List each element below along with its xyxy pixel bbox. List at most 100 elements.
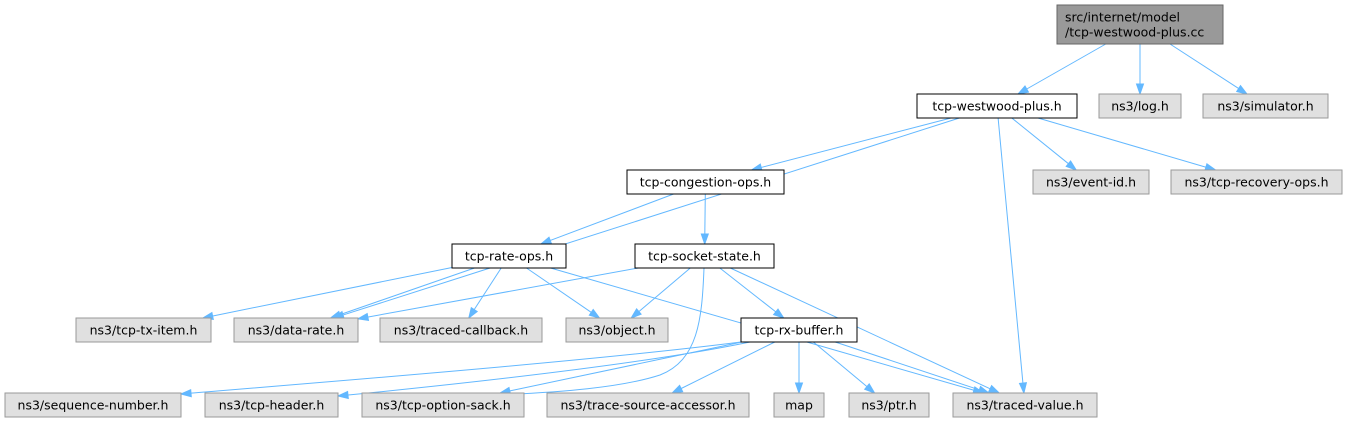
edge-westwood-to-eventid — [1011, 117, 1078, 171]
edge-line — [1025, 43, 1107, 90]
node-rateops[interactable]: tcp-rate-ops.h — [451, 243, 567, 269]
node-label: ns3/traced-callback.h — [394, 323, 528, 338]
node-box — [379, 317, 543, 343]
edge-rxbuffer-to-optsack — [498, 341, 743, 395]
edge-line — [341, 117, 960, 316]
edge-rateops-to-datarate — [329, 267, 475, 319]
edge-socketstate-to-object — [630, 267, 691, 319]
node-label: ns3/tcp-tx-item.h — [90, 323, 198, 338]
node-label: ns3/simulator.h — [1217, 99, 1313, 114]
edge-line — [1037, 117, 1208, 168]
node-log: ns3/log.h — [1098, 93, 1182, 119]
edge-socketstate-to-datarate — [356, 267, 639, 322]
node-eventid: ns3/event-id.h — [1032, 169, 1150, 195]
node-label: ns3/tcp-option-sack.h — [375, 398, 510, 413]
edge-arrowhead — [1235, 84, 1249, 95]
node-box — [1170, 169, 1343, 195]
node-label: ns3/ptr.h — [861, 398, 916, 413]
edge-root-to-westwood — [1016, 43, 1107, 95]
node-label: ns3/traced-value.h — [966, 398, 1083, 413]
edge-arrowhead — [1016, 85, 1030, 95]
node-rxbuffer[interactable]: tcp-rx-buffer.h — [740, 317, 858, 343]
edge-arrowhead — [670, 384, 684, 394]
edge-rxbuffer-to-ptr — [813, 341, 876, 394]
node-box — [75, 317, 212, 343]
edge-line — [366, 267, 639, 318]
edge-line — [211, 267, 453, 317]
edge-arrowhead — [179, 388, 192, 398]
node-box — [773, 392, 825, 418]
edge-arrowhead — [539, 236, 553, 245]
edge-westwood-to-recovery — [1037, 117, 1217, 172]
edge-arrowhead — [630, 308, 642, 319]
node-label: tcp-socket-state.h — [648, 249, 761, 264]
edge-line — [760, 117, 952, 169]
edge-arrowhead — [863, 383, 876, 394]
node-label: ns3/log.h — [1111, 99, 1169, 114]
node-socketstate[interactable]: tcp-socket-state.h — [634, 243, 775, 269]
node-label: ns3/tcp-recovery-ops.h — [1184, 175, 1328, 190]
edge-line — [679, 341, 776, 390]
node-box — [740, 317, 858, 343]
node-label: /tcp-westwood-plus.cc — [1065, 25, 1204, 40]
node-label: tcp-congestion-ops.h — [640, 175, 771, 190]
edge-line — [813, 341, 869, 388]
edge-line — [526, 267, 593, 314]
node-box — [916, 93, 1078, 119]
node-simulator: ns3/simulator.h — [1202, 93, 1329, 119]
node-box — [626, 169, 785, 195]
node-recovery: ns3/tcp-recovery-ops.h — [1170, 169, 1343, 195]
edge-rxbuffer-to-map — [794, 342, 804, 395]
edge-line — [997, 117, 1024, 385]
nodes-layer: src/internet/model/tcp-westwood-plus.cc t… — [4, 4, 1343, 418]
node-label: ns3/event-id.h — [1046, 175, 1136, 190]
node-westwood[interactable]: tcp-westwood-plus.h — [916, 93, 1078, 119]
edge-line — [637, 267, 691, 313]
edge-socketstate-to-rxbuffer — [719, 267, 785, 319]
edge-line — [730, 267, 992, 390]
node-box — [952, 392, 1098, 418]
edge-rxbuffer-to-tcpheader — [336, 341, 751, 400]
node-tracedcb: ns3/traced-callback.h — [379, 317, 543, 343]
edge-rxbuffer-to-tsaccessor — [670, 341, 776, 394]
node-box — [565, 317, 669, 343]
edge-line — [1011, 117, 1070, 165]
node-box — [1098, 93, 1182, 119]
node-txitem: ns3/tcp-tx-item.h — [75, 317, 212, 343]
node-label: tcp-westwood-plus.h — [932, 99, 1061, 114]
node-box — [4, 392, 182, 418]
edge-arrowhead — [700, 233, 710, 246]
edge-line — [499, 267, 705, 396]
node-seqnum: ns3/sequence-number.h — [4, 392, 182, 418]
node-congestion[interactable]: tcp-congestion-ops.h — [626, 169, 785, 195]
edge-arrowhead — [329, 310, 342, 319]
edge-westwood-to-tracedvalue — [997, 117, 1028, 395]
node-label: ns3/sequence-number.h — [18, 398, 169, 413]
node-label: ns3/tcp-header.h — [219, 398, 325, 413]
edge-arrowhead — [987, 384, 1001, 394]
edge-line — [719, 267, 777, 313]
edge-arrowhead — [467, 306, 479, 320]
node-ptr: ns3/ptr.h — [848, 392, 930, 418]
edge-arrowhead — [1018, 382, 1028, 395]
node-label: ns3/data-rate.h — [248, 323, 345, 338]
edge-line — [473, 267, 502, 311]
edge-rxbuffer-to-tracedvalue — [835, 341, 991, 394]
edge-line — [835, 341, 981, 391]
edge-line — [338, 267, 475, 316]
node-label: map — [785, 398, 813, 413]
edge-arrowhead — [356, 312, 370, 322]
edge-congestion-to-rateops — [539, 193, 674, 245]
node-box — [634, 243, 775, 269]
edge-westwood-to-congestion — [750, 117, 952, 172]
node-optsack: ns3/tcp-option-sack.h — [361, 392, 525, 418]
node-label: tcp-rx-buffer.h — [755, 323, 844, 338]
edge-arrowhead — [1065, 160, 1078, 171]
node-datarate: ns3/data-rate.h — [233, 317, 359, 343]
edge-root-to-log — [1135, 44, 1145, 96]
node-label: ns3/trace-source-accessor.h — [560, 398, 735, 413]
node-label: src/internet/model — [1065, 10, 1180, 25]
edges-layer — [179, 43, 1249, 400]
node-tcpheader: ns3/tcp-header.h — [204, 392, 339, 418]
